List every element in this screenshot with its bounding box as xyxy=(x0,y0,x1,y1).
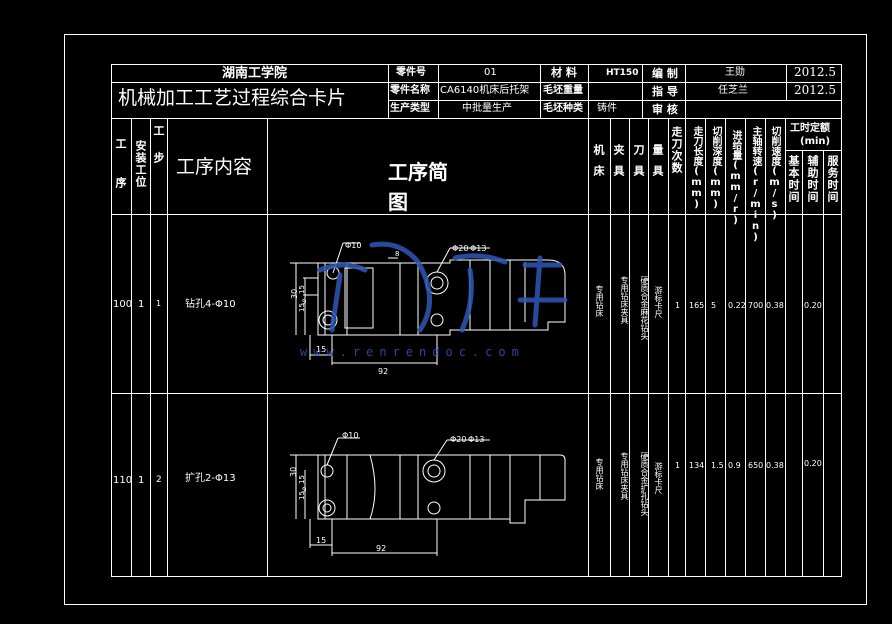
part-name-value: CA6140机床后托架 xyxy=(440,85,530,96)
compile-person: 王勋 xyxy=(725,67,745,78)
sketch2-dim-d20: Φ20 xyxy=(450,435,466,444)
guide-person: 任芝兰 xyxy=(718,85,748,96)
compile-date: 2012.5 xyxy=(794,65,836,79)
row-content: 钻孔4-Φ10 xyxy=(185,299,236,310)
row-tool: 硬质合金麻花钻头 xyxy=(640,276,649,340)
sketch1-dim-92: 92 xyxy=(378,367,388,376)
blank-weight-label: 毛坯重量 xyxy=(543,85,583,96)
row-length: 134 xyxy=(689,461,705,470)
col-process: 工序 xyxy=(114,138,127,216)
school-name: 湖南工学院 xyxy=(222,66,288,81)
part-no-value: 01 xyxy=(484,67,497,78)
row-depth: 1.5 xyxy=(711,461,724,470)
material-label: 材 料 xyxy=(551,66,577,79)
sketch2-dim-15h: 15 xyxy=(316,536,326,545)
sketch2-dim-15a: 15 xyxy=(298,475,306,484)
row-speed: 0.38 xyxy=(766,461,784,470)
row-content: 扩孔2-Φ13 xyxy=(185,473,236,484)
sketch1-dim-15h: 15 xyxy=(316,345,326,354)
blank-type-value: 铸件 xyxy=(597,103,617,114)
sketch2-dim-92: 92 xyxy=(376,544,386,553)
col-step: 工步 xyxy=(152,125,165,179)
row-step: 2 xyxy=(156,475,162,485)
sketch1-dim-15v: 15 xyxy=(298,303,306,312)
row-process: 110 xyxy=(113,475,133,486)
col-machine: 机床 xyxy=(592,144,605,186)
col-time-quota: 工时定额 xyxy=(790,123,830,134)
col-service-time: 服务时间 xyxy=(826,155,839,203)
row-install: 1 xyxy=(138,475,145,486)
col-gauge: 量具 xyxy=(651,144,664,186)
row-depth: 5 xyxy=(711,301,717,310)
sketch1-dim-30: 30 xyxy=(290,289,299,299)
col-passes: 走刀次数 xyxy=(670,126,683,174)
row-length: 165 xyxy=(689,301,705,310)
row-feed: 0.9 xyxy=(728,461,741,470)
col-install: 安装工位 xyxy=(134,140,147,188)
col-aux-time: 辅助时间 xyxy=(806,155,819,203)
watermark-text: www.renrendoc.com xyxy=(300,345,525,359)
col-speed: 切削速度(m/s) xyxy=(769,126,780,221)
row-tool: 硬质合金扩孔钻头 xyxy=(640,452,649,516)
sketch1-dim-8: 8 xyxy=(395,250,399,258)
card-title: 机械加工工艺过程综合卡片 xyxy=(118,87,347,109)
part-no-label: 零件号 xyxy=(396,67,426,78)
sketch2-dim-9: 9 xyxy=(302,486,306,494)
production-type-label: 生产类型 xyxy=(390,103,430,114)
guide-date: 2012.5 xyxy=(794,83,836,97)
row-base-time: 0.20 xyxy=(804,301,822,310)
row-gauge: 游标卡尺 xyxy=(654,286,663,318)
row-speed: 0.38 xyxy=(766,301,784,310)
row-machine: 专用钻床 xyxy=(595,285,604,317)
sketch2-dim-15v: 15 xyxy=(298,491,306,500)
sketch1-dim-15a: 15 xyxy=(298,285,306,294)
sketch2-dim-d13: Φ13 xyxy=(468,435,484,444)
row-process: 100 xyxy=(113,299,133,310)
col-time-unit: (min) xyxy=(800,136,831,147)
sketch2-dim-d10: Φ10 xyxy=(342,431,358,440)
part-name-label: 零件名称 xyxy=(390,85,430,96)
col-content: 工序内容 xyxy=(176,156,253,178)
col-depth: 切削深度(mm) xyxy=(710,126,721,210)
material-value: HT150 xyxy=(606,68,639,78)
row-install: 1 xyxy=(138,299,145,310)
col-sketch-line1: 工序简 xyxy=(388,160,448,184)
row-passes: 1 xyxy=(675,301,681,310)
col-base-time: 基本时间 xyxy=(787,155,800,203)
col-length: 走刀长度(mm) xyxy=(691,126,702,210)
guide-label: 指 导 xyxy=(652,85,678,98)
outer-frame xyxy=(64,34,867,605)
sketch1-dim-d20: Φ20 xyxy=(452,244,468,253)
row-feed: 0.22 xyxy=(728,301,746,310)
col-feed: 进给量(mm/r) xyxy=(730,130,741,226)
blank-type-label: 毛坯种类 xyxy=(543,103,583,114)
review-label: 审 核 xyxy=(652,103,678,116)
col-spindle: 主轴转速(r/min) xyxy=(750,126,761,243)
sketch1-dim-d10: Φ10 xyxy=(345,241,361,250)
production-type-value: 中批量生产 xyxy=(462,103,512,114)
col-sketch-line2: 图 xyxy=(388,190,408,214)
row-gauge: 游标卡尺 xyxy=(654,462,663,494)
row-spindle: 700 xyxy=(748,301,764,310)
col-fixture: 夹具 xyxy=(612,144,625,186)
compile-label: 编 制 xyxy=(652,67,678,80)
sketch2-dim-30: 30 xyxy=(289,467,298,477)
row-fixture: 专用钻床夹具 xyxy=(620,452,629,500)
sketch1-dim-9: 9 xyxy=(302,298,306,306)
row-passes: 1 xyxy=(675,461,681,470)
row-fixture: 专用钻床夹具 xyxy=(620,276,629,324)
row-base-time: 0.20 xyxy=(804,459,822,468)
row-machine: 专用钻床 xyxy=(595,458,604,490)
col-tool: 刀具 xyxy=(632,144,645,186)
row-step: 1 xyxy=(156,299,162,308)
sketch1-dim-d13: Φ13 xyxy=(470,244,486,253)
row-spindle: 650 xyxy=(748,461,764,470)
